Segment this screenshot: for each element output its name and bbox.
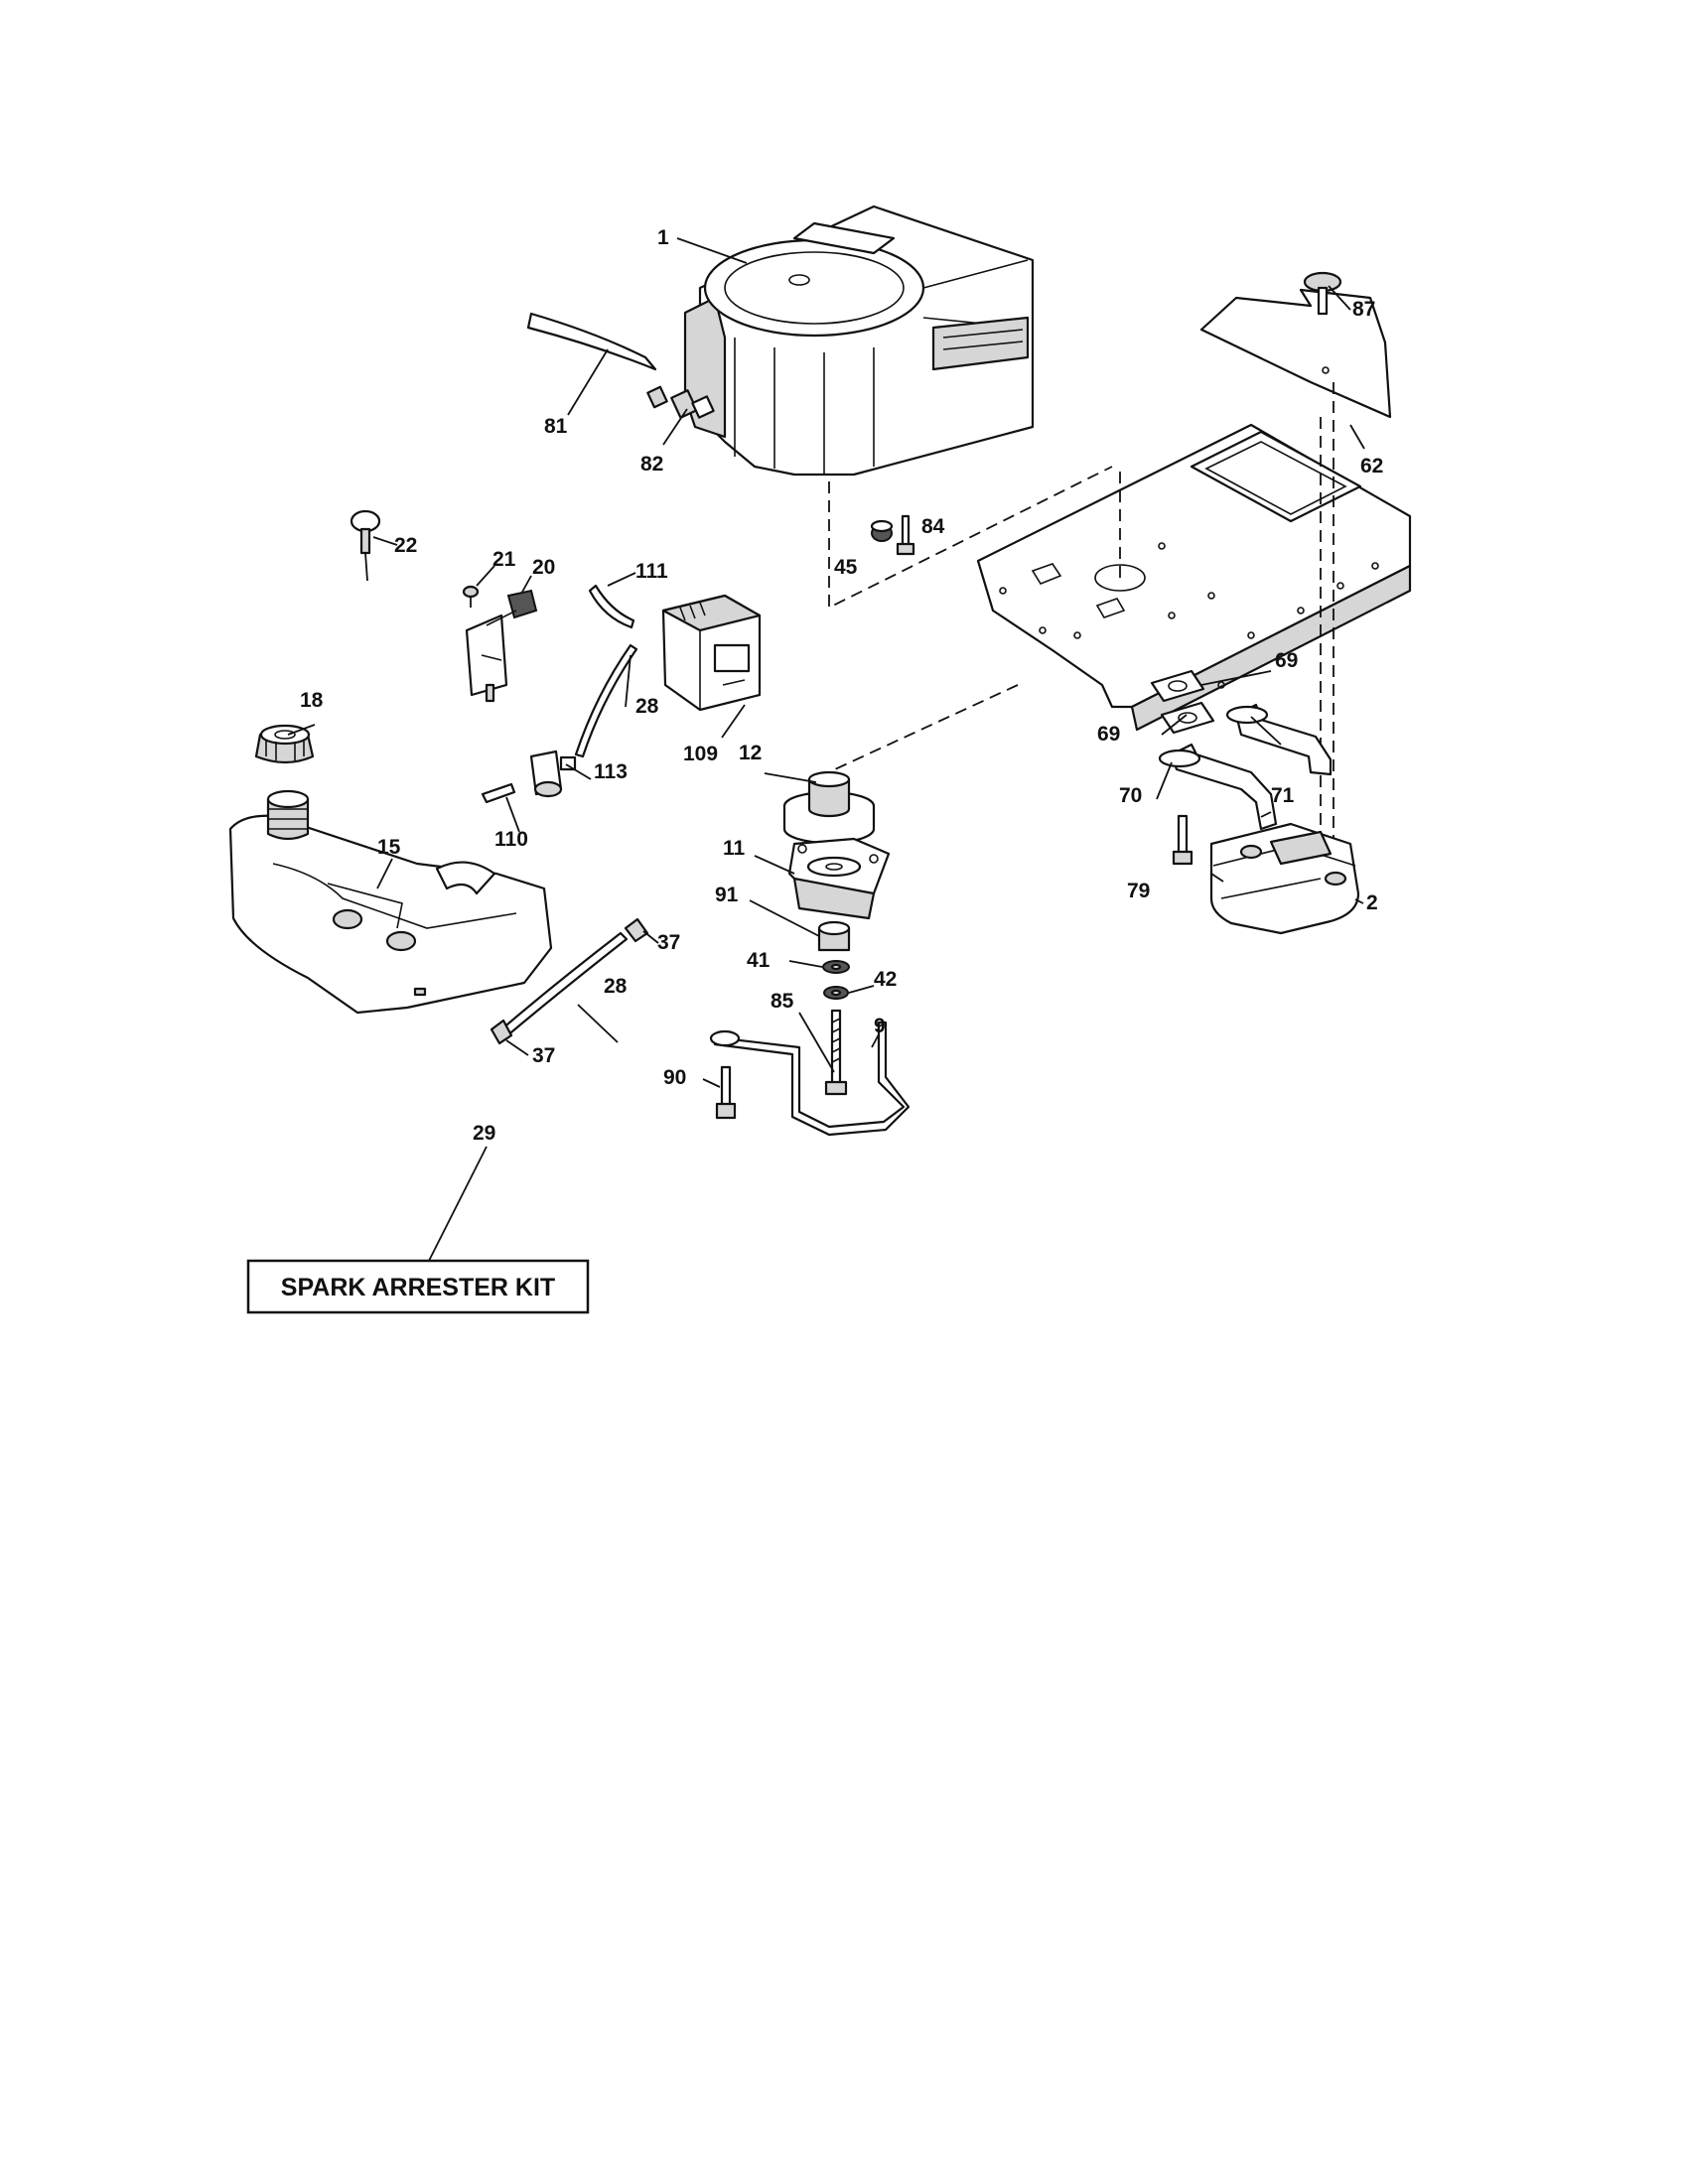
spacer [817, 920, 851, 952]
hose-111 [588, 584, 635, 629]
fuel-line [526, 312, 715, 419]
assembly-lines [823, 382, 1334, 844]
hose-clamp-upper [624, 917, 649, 943]
muffler-bolt [1172, 814, 1193, 866]
callout-29: 29 [473, 1122, 495, 1145]
muffler [1209, 822, 1360, 935]
callout-20: 20 [532, 556, 555, 579]
callout-11: 11 [723, 837, 746, 860]
callout-21: 21 [492, 548, 516, 571]
callout-87: 87 [1352, 298, 1375, 321]
engine-nut [870, 519, 894, 542]
callout-90: 90 [663, 1066, 686, 1089]
engine [683, 205, 1035, 477]
engine-bolt [896, 514, 915, 556]
callout-45: 45 [834, 556, 858, 579]
callout-69-right: 69 [1275, 649, 1298, 672]
callout-37-upper: 37 [657, 931, 680, 954]
callout-70: 70 [1119, 784, 1142, 807]
pulley [782, 770, 876, 845]
kit-label-box [246, 1259, 590, 1314]
callout-22: 22 [394, 534, 417, 557]
callout-109: 109 [683, 743, 718, 765]
exhaust-pipe-70 [1158, 743, 1278, 831]
ignition-module [661, 594, 762, 712]
fuel-cap [254, 724, 315, 764]
exhaust-pipe-71 [1225, 703, 1333, 776]
fuel-tank [228, 789, 553, 1015]
fuel-hose-upper [574, 643, 638, 758]
bolt-85 [824, 1009, 848, 1096]
callout-110: 110 [494, 828, 528, 851]
throttle-control [465, 589, 538, 703]
bracket-9 [709, 1021, 911, 1137]
callout-81: 81 [544, 415, 568, 438]
callout-41: 41 [747, 949, 771, 972]
callout-82: 82 [640, 453, 663, 476]
callout-113: 113 [594, 760, 628, 783]
callout-111: 111 [635, 560, 668, 583]
callout-15: 15 [377, 836, 401, 859]
callout-42: 42 [874, 968, 897, 991]
kit-label: SPARK ARRESTER KIT [281, 1274, 555, 1301]
callout-79: 79 [1127, 880, 1150, 902]
callout-91: 91 [715, 884, 739, 906]
connector-110 [481, 782, 516, 804]
callout-62: 62 [1360, 455, 1383, 478]
callout-71: 71 [1271, 784, 1295, 807]
washer-42 [823, 986, 849, 1000]
screw-21 [462, 585, 480, 608]
bolt-90 [715, 1065, 737, 1120]
callout-2: 2 [1366, 891, 1378, 914]
callout-84: 84 [921, 515, 945, 538]
callout-28-upper: 28 [635, 695, 659, 718]
choke-knob [350, 509, 381, 582]
fuel-filter [529, 750, 577, 798]
callout-9: 9 [874, 1015, 886, 1037]
heat-shield [1199, 288, 1392, 419]
hose-clamp-lower [490, 1019, 513, 1045]
leader-lines [287, 237, 1365, 1262]
gasket-69a [1150, 669, 1205, 703]
pto-clutch [787, 837, 891, 920]
callout-69-left: 69 [1097, 723, 1120, 746]
callout-28-lower: 28 [604, 975, 628, 998]
callout-labels: 1 81 82 87 62 84 45 22 21 20 111 28 109 … [300, 226, 1383, 1145]
callout-85: 85 [771, 990, 794, 1013]
callout-12: 12 [739, 742, 762, 764]
spark-arrester-kit: SPARK ARRESTER KIT [246, 1259, 590, 1314]
callout-1: 1 [657, 226, 669, 249]
callout-37-lower: 37 [532, 1044, 555, 1067]
shield-knob [1303, 271, 1342, 316]
washer-41 [822, 960, 850, 974]
callout-18: 18 [300, 689, 324, 712]
fuel-hose-lower [499, 931, 629, 1038]
